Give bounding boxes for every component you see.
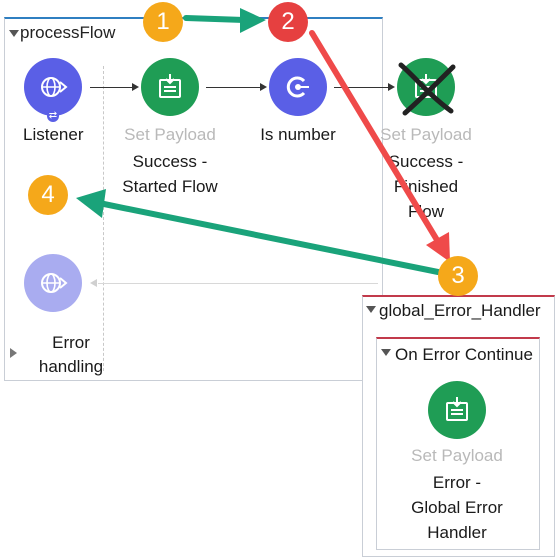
set-payload-icon bbox=[159, 74, 181, 98]
set-payload-1-desc-line1: Success - bbox=[132, 152, 208, 171]
set-payload-icon bbox=[446, 397, 468, 421]
error-set-payload-desc-line2: Global Error bbox=[411, 498, 503, 517]
validation-icon bbox=[286, 76, 309, 98]
connector-line bbox=[334, 87, 388, 88]
connector-arrowhead bbox=[132, 83, 139, 91]
error-handling-line1: Error bbox=[52, 333, 90, 352]
sync-icon: ⇄ bbox=[47, 110, 59, 122]
collapse-triangle-icon[interactable] bbox=[9, 30, 19, 37]
arrow-3-to-4-head bbox=[76, 189, 106, 218]
arrow-1-to-2-head bbox=[240, 8, 266, 33]
set-payload-node-1[interactable] bbox=[141, 58, 199, 116]
set-payload-1-label: Set Payload bbox=[124, 125, 216, 144]
step-badge-1: 1 bbox=[143, 2, 183, 42]
expand-triangle-icon[interactable] bbox=[10, 348, 17, 358]
arrow-2-to-3 bbox=[309, 30, 440, 243]
error-return-arrowhead bbox=[90, 279, 97, 287]
arrow-1-to-2 bbox=[183, 15, 247, 23]
connector-line bbox=[206, 87, 260, 88]
is-number-node[interactable] bbox=[269, 58, 327, 116]
connector-arrowhead bbox=[260, 83, 267, 91]
connector-line bbox=[90, 87, 132, 88]
step-badge-2: 2 bbox=[268, 2, 308, 42]
arrow-3-to-4 bbox=[101, 201, 441, 275]
error-return-line bbox=[98, 283, 378, 284]
error-set-payload-desc-line1: Error - bbox=[432, 473, 482, 492]
set-payload-2-label: Set Payload bbox=[380, 125, 472, 144]
collapse-triangle-icon[interactable] bbox=[366, 306, 376, 313]
error-set-payload-label: Set Payload bbox=[411, 446, 503, 465]
step-badge-3: 3 bbox=[438, 256, 478, 296]
handler-title: global_Error_Handler bbox=[379, 301, 541, 320]
cross-mark-icon bbox=[398, 62, 456, 116]
step-badge-4: 4 bbox=[28, 175, 68, 215]
error-set-payload-node[interactable] bbox=[428, 381, 486, 439]
arrow-2-to-3-head bbox=[426, 232, 450, 262]
on-error-continue-container bbox=[376, 337, 540, 550]
set-payload-2-desc-line1: Success - bbox=[388, 152, 464, 171]
set-payload-1-desc-line2: Started Flow bbox=[122, 177, 218, 196]
is-number-label: Is number bbox=[260, 125, 336, 144]
error-listener-node[interactable] bbox=[24, 254, 82, 312]
on-error-title: On Error Continue bbox=[395, 345, 533, 364]
connector-arrowhead bbox=[388, 83, 395, 91]
source-divider bbox=[103, 66, 104, 371]
flow-title: processFlow bbox=[20, 23, 116, 42]
listener-label: Listener bbox=[23, 125, 84, 144]
error-set-payload-desc-line3: Handler bbox=[427, 523, 487, 542]
globe-icon bbox=[41, 273, 68, 293]
collapse-triangle-icon[interactable] bbox=[381, 349, 391, 356]
listener-node[interactable] bbox=[24, 58, 82, 116]
error-handling-line2[interactable]: handling bbox=[38, 357, 104, 376]
globe-icon bbox=[41, 77, 68, 97]
